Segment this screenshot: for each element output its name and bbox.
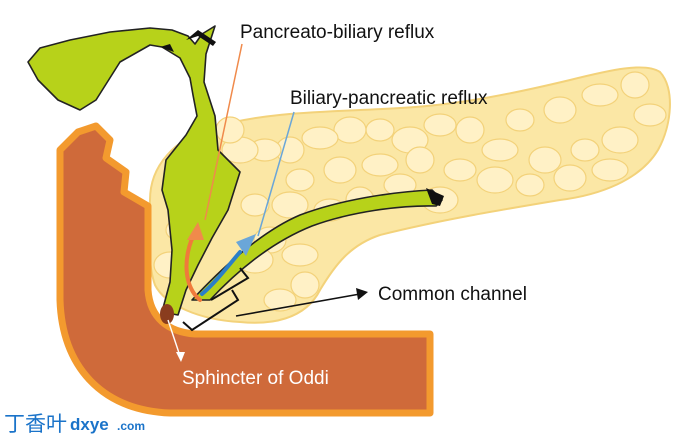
- sphincter-of-oddi: [160, 304, 185, 362]
- pancreas-lobule: [323, 156, 357, 184]
- pancreas-lobule: [455, 116, 485, 144]
- pancreas-lobule: [365, 118, 395, 142]
- biliary-pancreatic-reflux-arrow: [200, 111, 295, 296]
- pancreas-lobule: [543, 96, 577, 124]
- pancreas-lobule: [271, 191, 309, 219]
- watermark-site: dxye: [70, 415, 109, 434]
- pancreas-lobule: [601, 126, 639, 154]
- pancreas-lobule: [240, 193, 270, 217]
- label-common-channel: Common channel: [378, 284, 527, 305]
- label-sphincter-of-oddi: Sphincter of Oddi: [182, 368, 329, 389]
- pancreas-lobule: [281, 243, 319, 267]
- pancreas-lobule: [528, 146, 562, 174]
- pancreas-lobule: [361, 153, 399, 177]
- pancreas-lobule: [405, 146, 435, 174]
- duodenum: [56, 122, 434, 417]
- watermark-suffix: .com: [117, 419, 145, 433]
- biliary-tree: [27, 25, 241, 316]
- pancreas-lobule: [581, 83, 619, 107]
- pancreas-lobule: [285, 168, 315, 192]
- pancreas-lobule: [443, 158, 477, 182]
- pancreas-lobule: [301, 126, 339, 150]
- pancreas-lobule: [633, 103, 667, 127]
- pancreas-lobule: [423, 113, 457, 137]
- pancreas-lobule: [505, 108, 535, 132]
- pancreas-lobule: [515, 173, 545, 197]
- pancreas-lobule: [476, 166, 514, 194]
- watermark-chinese: 丁香叶: [4, 412, 67, 436]
- pancreas-lobule: [290, 271, 320, 299]
- pancreas-lobule: [591, 158, 629, 182]
- common-channel-bracket: [182, 267, 368, 332]
- pancreas-lobule: [215, 116, 245, 144]
- label-pancreato-biliary-reflux: Pancreato-biliary reflux: [240, 22, 435, 43]
- pancreato-biliary-reflux-arrow: [184, 43, 243, 302]
- pancreas-lobule: [481, 138, 519, 162]
- label-biliary-pancreatic-reflux: Biliary-pancreatic reflux: [290, 88, 488, 109]
- watermark-logo: 丁香叶 dxye .com: [4, 412, 145, 436]
- pancreatic-duct: [191, 188, 444, 301]
- pancreas-lobule: [620, 71, 650, 99]
- pancreas-lobule: [263, 288, 297, 312]
- pancreas-lobule: [553, 164, 587, 192]
- pancreas-lobule: [333, 116, 367, 144]
- pancreas-lobule: [570, 138, 600, 162]
